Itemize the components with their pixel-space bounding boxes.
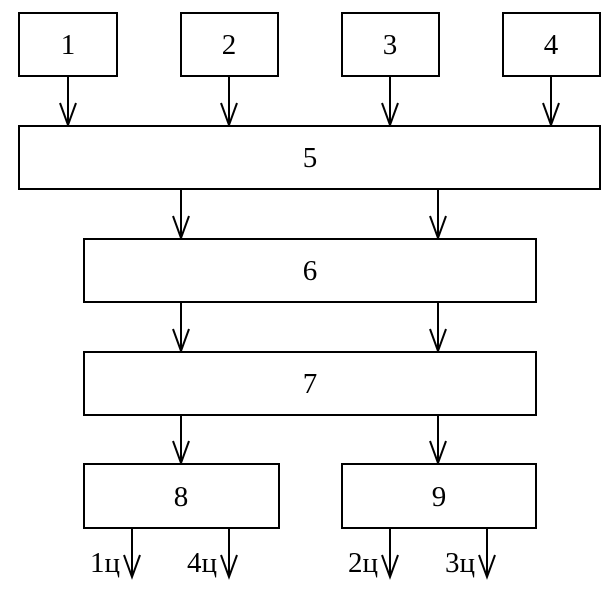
block-7: 7 [83, 351, 537, 416]
block-5: 5 [18, 125, 601, 190]
arrow-4-to-5 [542, 76, 560, 128]
block-3: 3 [341, 12, 440, 77]
output-label-3: 3ц [445, 547, 475, 579]
block-6: 6 [83, 238, 537, 303]
arrow-6-to-7-right [429, 302, 447, 354]
block-8: 8 [83, 463, 280, 529]
block-4: 4 [502, 12, 601, 77]
arrow-7-to-9 [429, 415, 447, 466]
output-arrow-4 [220, 528, 238, 580]
arrow-3-to-5 [381, 76, 399, 128]
block-2-label: 2 [222, 29, 237, 61]
output-label-1: 1ц [90, 547, 120, 579]
block-5-label: 5 [303, 142, 318, 174]
arrow-6-to-7-left [172, 302, 190, 354]
arrow-1-to-5 [59, 76, 77, 128]
output-arrow-3 [478, 528, 496, 580]
output-arrow-2 [381, 528, 399, 580]
output-label-4: 4ц [187, 547, 217, 579]
block-9-label: 9 [432, 481, 447, 513]
block-2: 2 [180, 12, 279, 77]
output-arrow-1 [123, 528, 141, 580]
block-8-label: 8 [174, 481, 189, 513]
block-3-label: 3 [383, 29, 398, 61]
block-6-label: 6 [303, 255, 318, 287]
output-label-2: 2ц [348, 547, 378, 579]
block-9: 9 [341, 463, 537, 529]
block-1: 1 [18, 12, 118, 77]
block-4-label: 4 [544, 29, 559, 61]
block-7-label: 7 [303, 368, 318, 400]
block-1-label: 1 [61, 29, 76, 61]
arrow-2-to-5 [220, 76, 238, 128]
arrow-7-to-8 [172, 415, 190, 466]
arrow-5-to-6-left [172, 189, 190, 241]
arrow-5-to-6-right [429, 189, 447, 241]
